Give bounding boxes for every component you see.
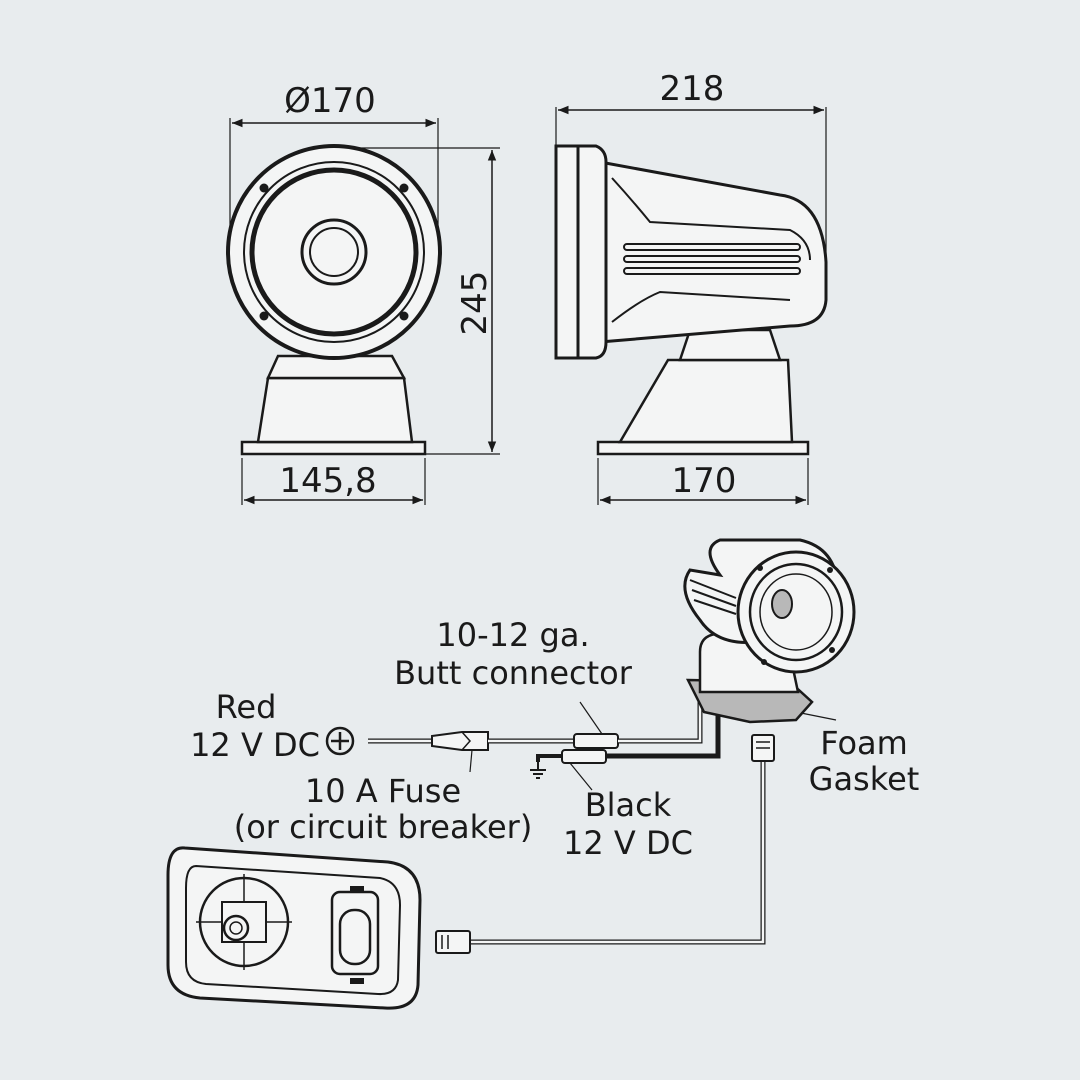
- side-housing: [598, 160, 828, 344]
- black-wire-label-2: 12 V DC: [563, 824, 693, 862]
- foam-gasket-label-2: Gasket: [809, 760, 920, 798]
- fuse-label-1: 10 A Fuse: [305, 772, 461, 810]
- fuse-holder: [431, 731, 489, 751]
- rj-connector-panel: [435, 930, 471, 954]
- red-wire-label-2: 12 V DC: [190, 726, 320, 764]
- side-base-width-label: 170: [672, 461, 737, 501]
- front-bezel: [226, 144, 442, 360]
- ground-symbol-icon: [530, 762, 546, 779]
- side-length-label: 218: [660, 69, 725, 109]
- side-base: [617, 358, 794, 444]
- plus-circle-icon: [325, 726, 355, 756]
- butt-connector-black: [561, 749, 607, 764]
- black-wire-label-1: Black: [585, 786, 672, 824]
- butt-connector-red: [573, 733, 619, 749]
- front-base-width-label: 145,8: [279, 461, 376, 501]
- front-base: [256, 376, 414, 444]
- butt-connector-label-1: 10-12 ga.: [436, 616, 589, 654]
- fuse-label-2: (or circuit breaker): [234, 808, 533, 846]
- foam-gasket-label-1: Foam: [820, 724, 908, 762]
- butt-connector-label-2: Butt connector: [394, 654, 633, 692]
- front-diameter-label: Ø170: [284, 81, 376, 121]
- side-bezel: [576, 144, 608, 360]
- red-wire-label-1: Red: [216, 688, 277, 726]
- height-label: 245: [455, 271, 495, 336]
- front-view: [226, 118, 500, 505]
- installed-searchlight: [683, 538, 856, 724]
- side-view: [554, 105, 828, 505]
- wiring-diagram: [166, 538, 856, 1010]
- front-lamp: [300, 218, 368, 286]
- joystick-knob: [222, 914, 250, 942]
- control-panel: [166, 846, 422, 1010]
